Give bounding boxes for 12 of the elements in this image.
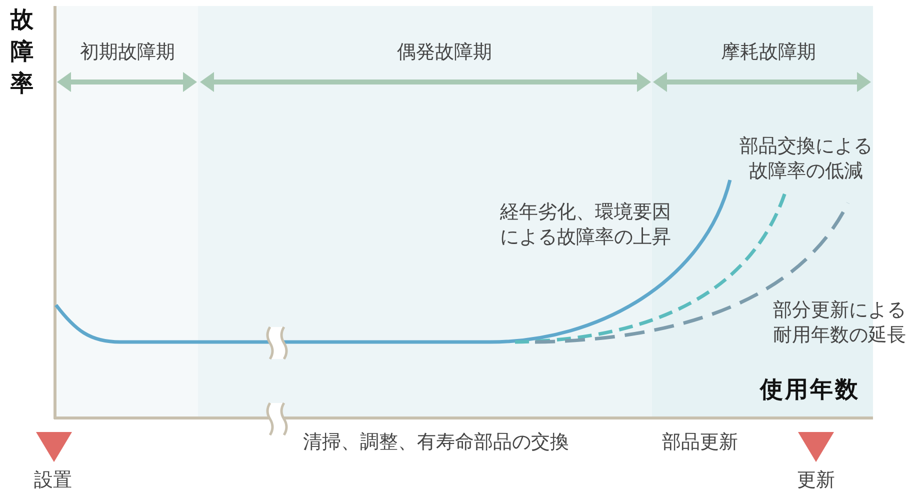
curve-annotation: 部品交換による故障率の低減 <box>738 134 874 184</box>
phase-label: 初期故障期 <box>80 40 175 65</box>
milestone-label: 設置 <box>34 468 72 493</box>
milestone-label: 更新 <box>797 468 835 493</box>
curve-annotation: 部分更新による耐用年数の延長 <box>773 298 907 348</box>
maintenance-note: 清掃、調整、有寿命部品の交換 <box>303 430 569 455</box>
maintenance-note: 部品更新 <box>662 430 738 455</box>
phase-label: 摩耗故障期 <box>721 40 816 65</box>
axis-title: 故障率 <box>10 6 34 99</box>
phase-label: 偶発故障期 <box>397 40 492 65</box>
axis-title: 使用年数 <box>760 378 860 403</box>
curve-annotation: 経年劣化、環境要因による故障率の上昇 <box>500 200 672 250</box>
